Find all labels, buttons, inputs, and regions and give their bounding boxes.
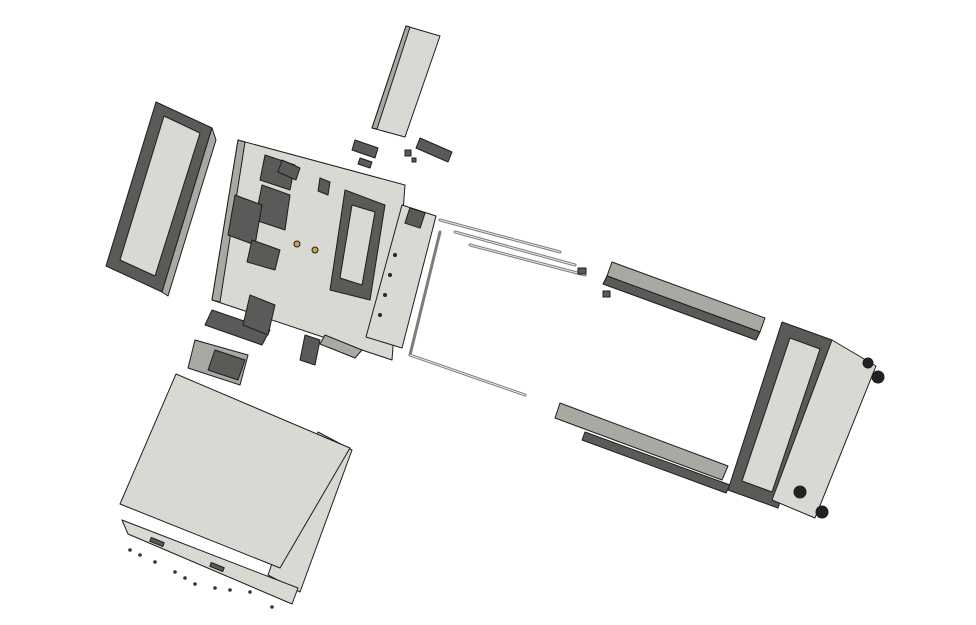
lower-component-cluster	[187, 240, 363, 386]
upper-side-rail	[602, 261, 766, 341]
guide-rods	[408, 218, 611, 397]
front-bottom-panel	[119, 373, 351, 569]
loose-screws	[128, 548, 274, 609]
right-end-panel	[771, 339, 885, 519]
base-plate	[121, 519, 299, 605]
left-end-frame	[105, 101, 217, 297]
top-cover-panel	[371, 25, 441, 138]
small-brackets-top	[351, 137, 453, 169]
right-end-frame	[727, 321, 833, 509]
lower-side-rail	[554, 402, 731, 494]
side-mounting-plate	[365, 204, 437, 349]
